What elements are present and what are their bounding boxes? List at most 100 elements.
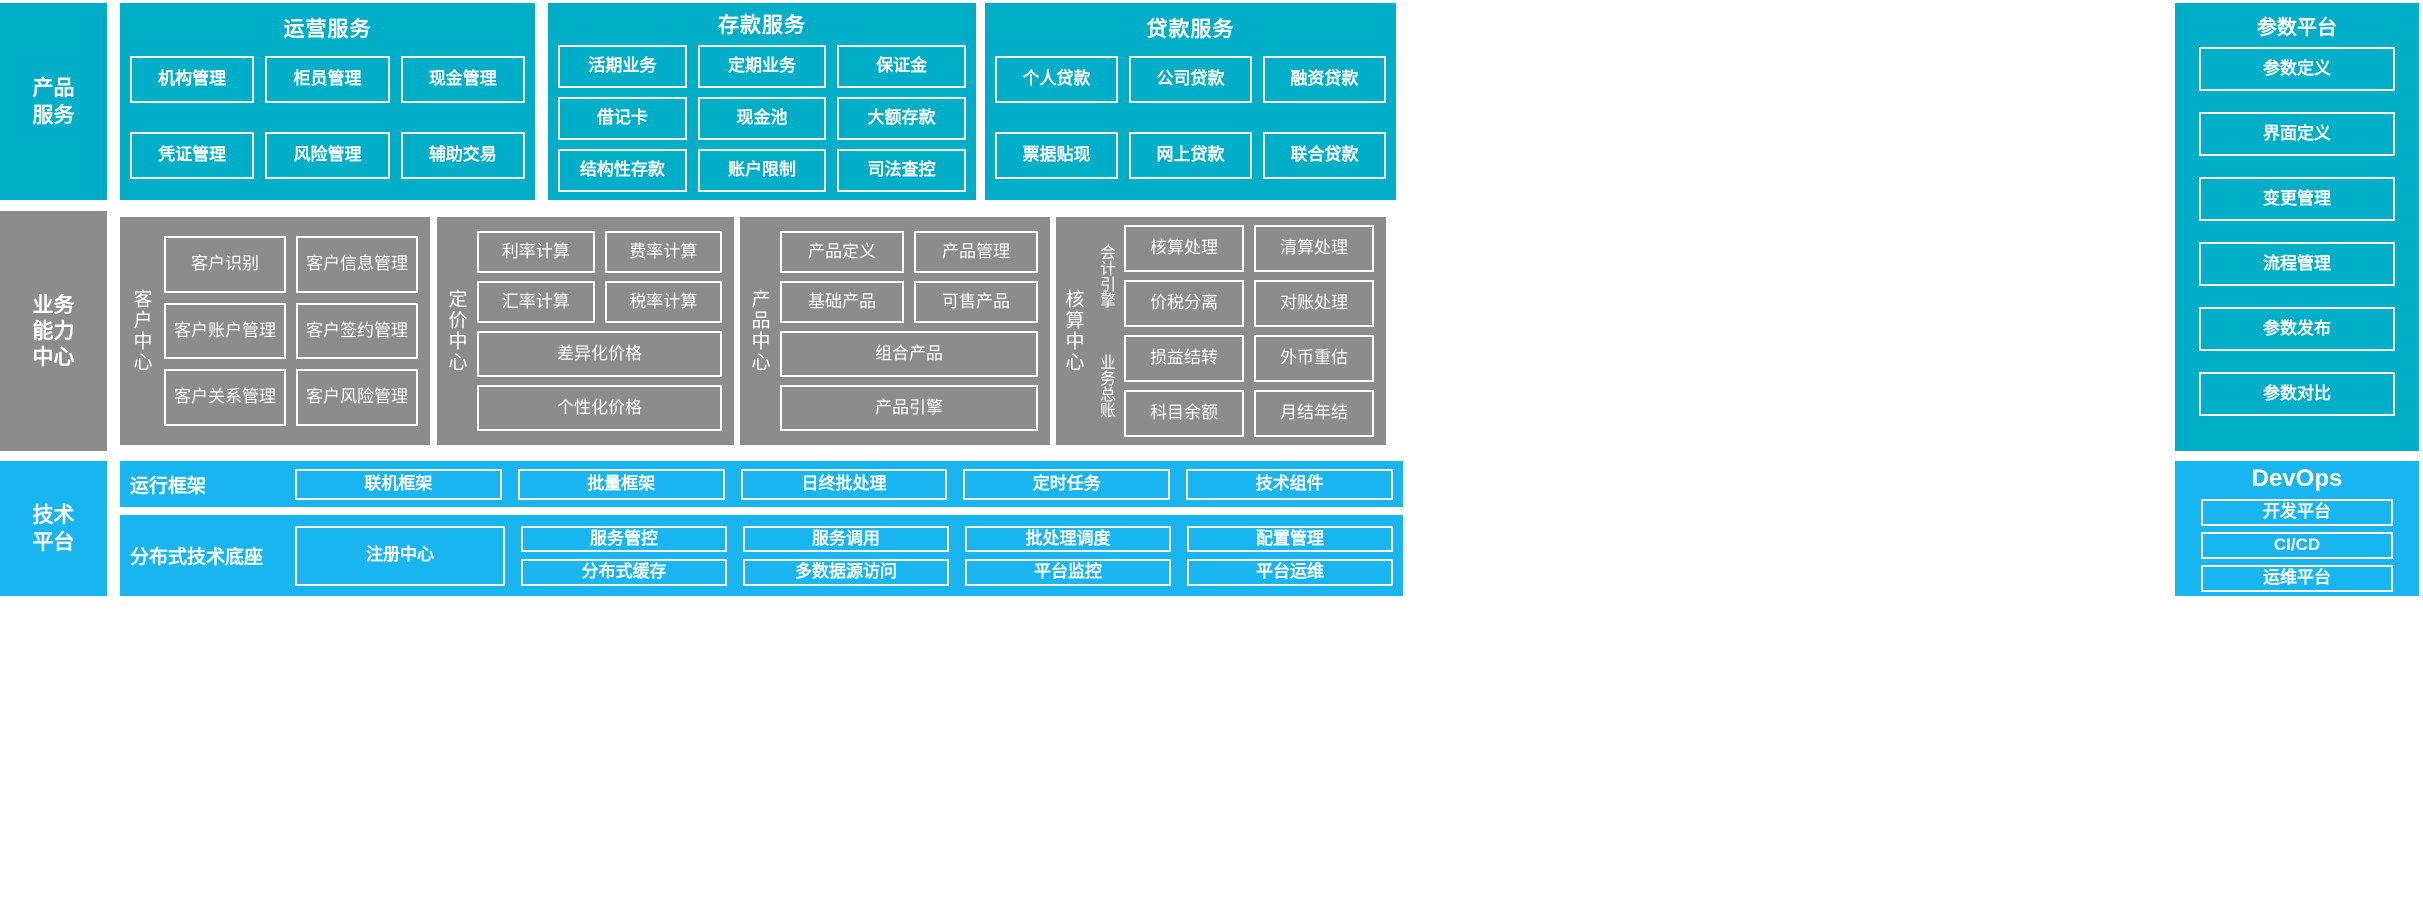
cell-product-4[interactable]: 可售产品 — [914, 281, 1038, 323]
cell-accounting-7[interactable]: 科目余额 — [1124, 390, 1244, 437]
accounting-center-vertical-label: 核算中心 — [1062, 289, 1085, 373]
cell-operation-5[interactable]: 风险管理 — [265, 132, 390, 179]
cell-operation-4[interactable]: 凭证管理 — [130, 132, 255, 179]
band-business-label-3: 中心 — [32, 345, 75, 370]
cell-pricing-3[interactable]: 汇率计算 — [477, 281, 595, 323]
cell-operation-6[interactable]: 辅助交易 — [400, 132, 525, 179]
cell-dist-3a[interactable]: 批处理调度 — [965, 525, 1171, 552]
group-parameter-platform: 参数平台 参数定义 界面定义 变更管理 流程管理 参数发布 参数对比 — [2175, 3, 2419, 451]
cell-pricing-4[interactable]: 税率计算 — [604, 281, 722, 323]
section-runtime-framework: 运行框架 联机框架 批量框架 日终批处理 定时任务 技术组件 — [120, 461, 1403, 507]
cell-product-1[interactable]: 产品定义 — [780, 231, 904, 273]
cell-deposit-3[interactable]: 保证金 — [837, 45, 967, 88]
cell-accounting-6[interactable]: 外币重估 — [1254, 335, 1374, 382]
cell-operation-2[interactable]: 柜员管理 — [265, 56, 390, 103]
band-business-capability: 业务 能力 中心 — [0, 211, 107, 451]
runtime-framework-label: 运行框架 — [130, 474, 207, 497]
cell-pricing-5[interactable]: 差异化价格 — [477, 331, 722, 377]
cell-dist-4b[interactable]: 平台运维 — [1187, 559, 1393, 586]
cell-customer-5[interactable]: 客户关系管理 — [164, 369, 286, 427]
cell-loan-2[interactable]: 公司贷款 — [1129, 56, 1252, 103]
cell-pricing-1[interactable]: 利率计算 — [477, 231, 595, 273]
cell-loan-4[interactable]: 票据贴现 — [995, 132, 1118, 179]
cell-param-1[interactable]: 参数定义 — [2199, 47, 2395, 91]
center-accounting: 核算中心 会计引擎 核算处理 清算处理 价税分离 对账处理 业务总 — [1056, 217, 1386, 445]
cell-devops-1[interactable]: 开发平台 — [2201, 499, 2393, 526]
cell-accounting-8[interactable]: 月结年结 — [1254, 390, 1374, 437]
cell-deposit-2[interactable]: 定期业务 — [697, 45, 827, 88]
loan-service-title: 贷款服务 — [1146, 17, 1235, 41]
cell-registry-center[interactable]: 注册中心 — [295, 525, 505, 586]
cell-param-2[interactable]: 界面定义 — [2199, 112, 2395, 156]
cell-param-5[interactable]: 参数发布 — [2199, 307, 2395, 351]
cell-dist-1b[interactable]: 分布式缓存 — [521, 559, 727, 586]
cell-runtime-2[interactable]: 批量框架 — [517, 468, 725, 500]
cell-runtime-5[interactable]: 技术组件 — [1186, 468, 1393, 500]
group-deposit-service: 存款服务 活期业务 定期业务 保证金 借记卡 现金池 大额存款 结构性存款 账户… — [548, 3, 976, 200]
parameter-platform-title: 参数平台 — [2257, 15, 2337, 39]
cell-accounting-3[interactable]: 价税分离 — [1124, 280, 1244, 327]
cell-runtime-4[interactable]: 定时任务 — [963, 468, 1171, 500]
cell-deposit-1[interactable]: 活期业务 — [558, 45, 687, 88]
cell-operation-3[interactable]: 现金管理 — [400, 56, 525, 103]
group-operation-service: 运营服务 机构管理 柜员管理 现金管理 凭证管理 风险管理 辅助交易 — [120, 3, 535, 200]
cell-param-6[interactable]: 参数对比 — [2199, 372, 2395, 416]
band-product-service-label-1: 产品 — [32, 76, 75, 101]
cell-operation-1[interactable]: 机构管理 — [130, 56, 255, 103]
cell-dist-4a[interactable]: 配置管理 — [1187, 525, 1393, 552]
cell-product-3[interactable]: 基础产品 — [780, 281, 904, 323]
group-devops: DevOps 开发平台 CI/CD 运维平台 — [2175, 461, 2419, 596]
band-product-service-label-2: 服务 — [32, 102, 75, 127]
cell-runtime-1[interactable]: 联机框架 — [295, 468, 502, 500]
cell-accounting-1[interactable]: 核算处理 — [1124, 225, 1244, 272]
cell-runtime-3[interactable]: 日终批处理 — [740, 468, 948, 500]
product-center-vertical-label: 产品中心 — [748, 289, 771, 373]
operation-service-title: 运营服务 — [283, 17, 372, 41]
cell-accounting-2[interactable]: 清算处理 — [1254, 225, 1374, 272]
band-technical-label-1: 技术 — [32, 503, 75, 528]
cell-product-2[interactable]: 产品管理 — [914, 231, 1038, 273]
cell-param-4[interactable]: 流程管理 — [2199, 242, 2395, 286]
cell-loan-5[interactable]: 网上贷款 — [1129, 132, 1252, 179]
band-technical-label-2: 平台 — [32, 529, 75, 554]
cell-customer-3[interactable]: 客户账户管理 — [164, 302, 286, 360]
cell-customer-6[interactable]: 客户风险管理 — [296, 369, 418, 427]
distributed-foundation-label: 分布式技术底座 — [130, 546, 264, 568]
section-distributed-foundation: 分布式技术底座 注册中心 服务管控 分布式缓存 服务调用 多数据源访问 批处理调… — [120, 515, 1403, 596]
cell-deposit-7[interactable]: 结构性存款 — [558, 149, 687, 192]
cell-devops-3[interactable]: 运维平台 — [2201, 565, 2393, 592]
cell-product-5[interactable]: 组合产品 — [780, 331, 1038, 377]
cell-product-6[interactable]: 产品引擎 — [780, 385, 1038, 431]
band-business-label-1: 业务 — [32, 292, 75, 317]
cell-deposit-4[interactable]: 借记卡 — [558, 97, 687, 140]
cell-loan-3[interactable]: 融资贷款 — [1263, 56, 1386, 103]
accounting-engine-vertical-label: 会计引擎 — [1097, 244, 1116, 308]
cell-pricing-2[interactable]: 费率计算 — [604, 231, 722, 273]
cell-devops-2[interactable]: CI/CD — [2201, 532, 2393, 559]
cell-dist-3b[interactable]: 平台监控 — [965, 559, 1171, 586]
deposit-service-title: 存款服务 — [718, 13, 806, 37]
pricing-center-vertical-label: 定价中心 — [445, 289, 468, 373]
center-pricing: 定价中心 利率计算 费率计算 汇率计算 税率计算 差异化价格 个性化价格 — [437, 217, 734, 445]
cell-deposit-8[interactable]: 账户限制 — [697, 149, 827, 192]
cell-accounting-5[interactable]: 损益结转 — [1124, 335, 1244, 382]
cell-dist-2a[interactable]: 服务调用 — [743, 525, 949, 552]
cell-deposit-9[interactable]: 司法查控 — [837, 149, 967, 192]
cell-deposit-6[interactable]: 大额存款 — [837, 97, 967, 140]
cell-customer-4[interactable]: 客户签约管理 — [296, 302, 418, 360]
cell-customer-2[interactable]: 客户信息管理 — [296, 236, 418, 293]
cell-dist-2b[interactable]: 多数据源访问 — [743, 559, 949, 586]
band-product-service: 产品 服务 — [0, 3, 107, 200]
band-technical-platform: 技术 平台 — [0, 461, 107, 596]
cell-loan-1[interactable]: 个人贷款 — [995, 56, 1118, 103]
cell-pricing-6[interactable]: 个性化价格 — [477, 385, 722, 431]
cell-deposit-5[interactable]: 现金池 — [697, 97, 827, 140]
cell-customer-1[interactable]: 客户识别 — [164, 236, 286, 293]
cell-accounting-4[interactable]: 对账处理 — [1254, 280, 1374, 327]
devops-title: DevOps — [2251, 465, 2343, 492]
cell-loan-6[interactable]: 联合贷款 — [1263, 132, 1386, 179]
cell-param-3[interactable]: 变更管理 — [2199, 177, 2395, 221]
cell-dist-1a[interactable]: 服务管控 — [521, 525, 727, 552]
center-customer: 客户中心 客户识别 客户信息管理 客户账户管理 客户签约管理 客户关系管理 客户… — [120, 217, 430, 445]
